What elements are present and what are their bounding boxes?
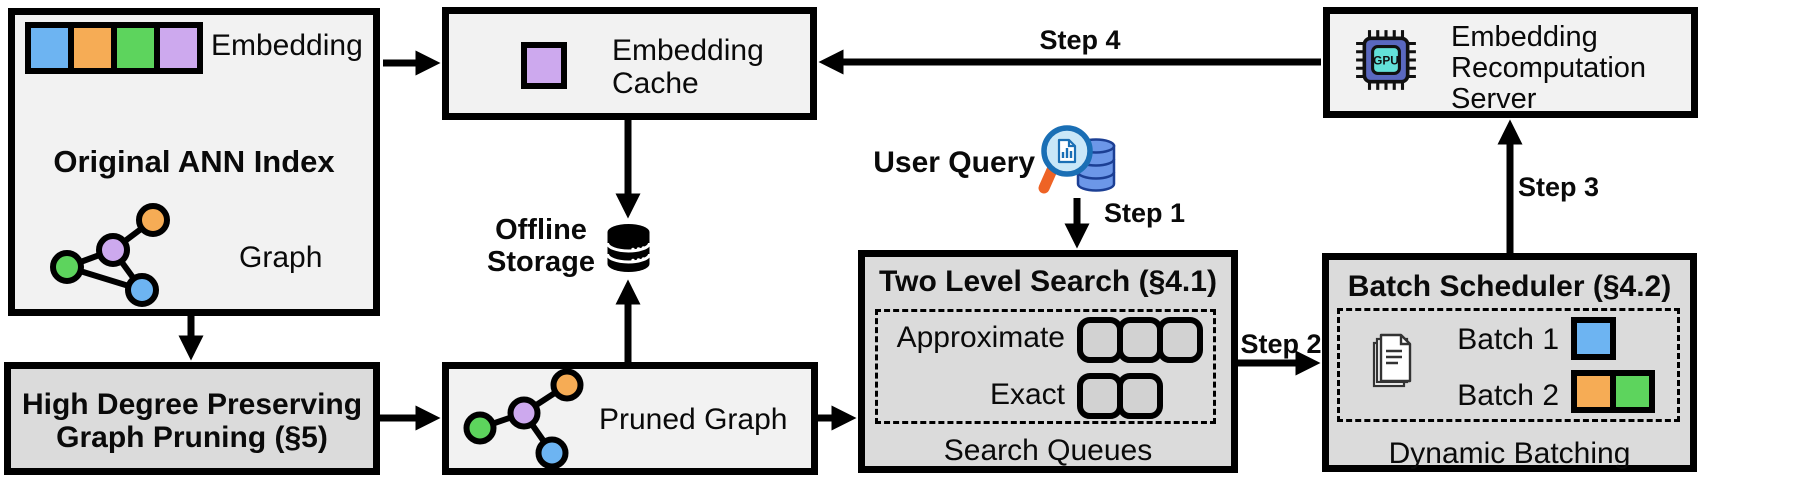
cached-embedding-square bbox=[521, 42, 567, 89]
recomputation-server-box: GPU Embedding Recomputation Server bbox=[1323, 7, 1698, 118]
embedding-cell-green bbox=[111, 28, 154, 68]
gpu-chip-icon: GPU bbox=[1356, 30, 1416, 90]
original-ann-index-box: Embedding Original ANN Index Graph bbox=[8, 8, 380, 316]
embedding-cache-label: Embedding Cache bbox=[612, 34, 764, 100]
ann-index-title: Original ANN Index bbox=[53, 144, 335, 179]
offline-storage-label-line2: Storage bbox=[487, 246, 595, 278]
embedding-label: Embedding bbox=[211, 29, 363, 62]
graph-label: Graph bbox=[239, 241, 323, 274]
batch-slot-blue bbox=[1571, 317, 1616, 360]
server-label-line2: Recomputation bbox=[1451, 52, 1647, 84]
step3-label: Step 3 bbox=[1518, 172, 1600, 202]
batch-scheduler-box: Batch Scheduler (§4.2) Batch 1 Batch 2 D… bbox=[1322, 253, 1697, 472]
offline-storage-label-line1: Offline bbox=[495, 214, 587, 246]
batch1-label: Batch 1 bbox=[1457, 323, 1559, 356]
approximate-queue-slots bbox=[1077, 317, 1203, 363]
queue-slot bbox=[1117, 373, 1163, 419]
embedding-vector bbox=[25, 22, 203, 74]
graph-pruning-box: High Degree Preserving Graph Pruning (§5… bbox=[4, 362, 380, 475]
dynamic-batching-caption: Dynamic Batching bbox=[1388, 437, 1631, 470]
embedding-cell-purple bbox=[154, 28, 197, 68]
original-graph-icon bbox=[50, 203, 170, 307]
embedding-cache-label-line2: Cache bbox=[612, 67, 699, 100]
approximate-label: Approximate bbox=[896, 321, 1065, 354]
embedding-cell-orange bbox=[68, 28, 111, 68]
two-level-search-title: Two Level Search (§4.1) bbox=[879, 265, 1217, 298]
queue-slot bbox=[1157, 317, 1203, 363]
exact-queue-slots bbox=[1077, 373, 1163, 419]
step1-label: Step 1 bbox=[1104, 198, 1186, 228]
graph-pruning-title: High Degree Preserving Graph Pruning (§5… bbox=[11, 388, 373, 454]
gpu-icon-label: GPU bbox=[1373, 54, 1399, 68]
offline-storage-label: Offline Storage bbox=[478, 214, 604, 278]
database-icon bbox=[606, 224, 651, 272]
server-label-line3: Server bbox=[1451, 83, 1537, 115]
batch-slot-green bbox=[1610, 370, 1655, 413]
server-label-line1: Embedding bbox=[1451, 21, 1598, 53]
graph-pruning-title-line2: Graph Pruning (§5) bbox=[56, 421, 328, 454]
dynamic-batching-panel bbox=[1337, 308, 1680, 422]
pruned-graph-icon bbox=[463, 368, 584, 470]
batch1-slots bbox=[1571, 317, 1616, 360]
step2-label: Step 2 bbox=[1240, 329, 1322, 359]
exact-label: Exact bbox=[989, 378, 1065, 411]
pruned-graph-box: Pruned Graph bbox=[442, 362, 818, 475]
step4-label: Step 4 bbox=[1039, 25, 1121, 55]
embedding-cell-blue bbox=[31, 28, 68, 68]
user-query-label: User Query bbox=[873, 146, 1035, 179]
search-queues-panel bbox=[875, 309, 1216, 424]
batch2-slots bbox=[1571, 370, 1655, 413]
magnifier-icon bbox=[1038, 125, 1093, 194]
embedding-cache-box: Embedding Cache bbox=[442, 7, 817, 120]
embedding-cache-label-line1: Embedding bbox=[612, 34, 764, 67]
documents-icon bbox=[1372, 333, 1412, 388]
graph-pruning-title-line1: High Degree Preserving bbox=[21, 388, 363, 421]
batch-slot-orange bbox=[1571, 370, 1616, 413]
batch2-label: Batch 2 bbox=[1457, 379, 1559, 412]
batch-scheduler-title: Batch Scheduler (§4.2) bbox=[1347, 270, 1672, 303]
pruned-graph-label: Pruned Graph bbox=[599, 403, 788, 436]
search-queues-caption: Search Queues bbox=[943, 434, 1153, 467]
two-level-search-box: Two Level Search (§4.1) Approximate Exac… bbox=[858, 250, 1238, 473]
recomputation-server-label: Embedding Recomputation Server bbox=[1451, 22, 1646, 115]
user-query-icon bbox=[1038, 125, 1116, 194]
